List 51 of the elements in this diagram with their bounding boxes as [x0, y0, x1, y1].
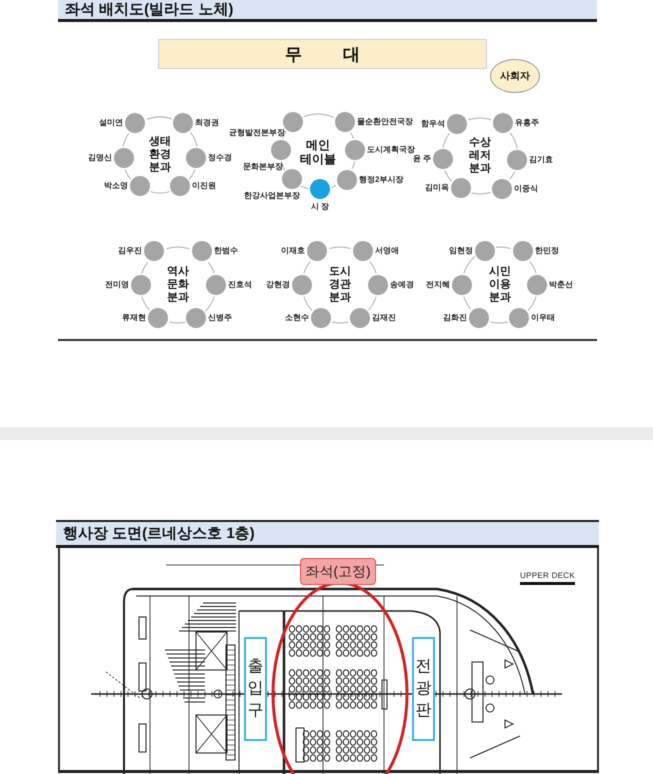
person-name: 한강사업본부장 [244, 191, 300, 201]
section-heading: 행사장 도면(르네상스호 1층) [56, 520, 599, 548]
deck-label: UPPER DECK [520, 571, 576, 585]
person-name: 신병주 [208, 313, 232, 323]
table-name: 생태 환경 분과 [149, 136, 171, 174]
person-name: 설미연 [99, 118, 123, 128]
person-name: 김기효 [529, 155, 553, 165]
person-name: 한범수 [214, 246, 238, 256]
person-name: 강현경 [266, 280, 290, 290]
person-name: 행정2부시장 [359, 175, 404, 185]
person-name: 이재호 [281, 246, 305, 256]
person-name: 시 장 [310, 202, 330, 212]
person-name: 물순환안전국장 [357, 117, 413, 127]
person-name: 전미영 [105, 280, 129, 290]
person-name: 김우진 [118, 246, 142, 256]
person-name: 유흥주 [515, 118, 539, 128]
person-name: 윤 주 [412, 154, 431, 164]
person-name: 정수경 [208, 153, 232, 163]
seating-area-label: 좌석(고정) [300, 558, 376, 585]
person-name: 김재진 [372, 313, 396, 323]
person-name: 박춘선 [549, 280, 573, 290]
person-name: 송예경 [390, 280, 414, 290]
stage: 무 대 [158, 39, 487, 69]
person-name: 도시계획국장 [367, 145, 415, 155]
person-name: 임현정 [449, 246, 473, 256]
person-name: 김미옥 [425, 183, 449, 193]
person-name: 김화진 [443, 313, 467, 323]
section-heading: 좌석 배치도(빌라드 노체) [58, 0, 597, 22]
entrance-label: 출입구 [244, 637, 267, 741]
person-name: 이중식 [514, 184, 538, 194]
person-name: 이진원 [192, 181, 216, 191]
person-name: 김명신 [88, 153, 112, 163]
person-name: 전지혜 [426, 280, 450, 290]
display-board-label: 전광판 [412, 637, 435, 741]
table-name: 수상 레저 분과 [469, 136, 491, 176]
person-name: 문화본부장 [243, 162, 283, 172]
person-name: 류재현 [122, 313, 146, 323]
table-name: 메인 테이블 [300, 138, 336, 166]
person-name: 박소영 [104, 181, 128, 191]
person-name: 이우태 [531, 313, 555, 323]
person-name: 진호석 [228, 280, 252, 290]
person-name: 함우석 [421, 119, 445, 129]
person-name: 균형발전본부장 [229, 128, 285, 138]
table-name: 역사 문화 분과 [167, 266, 189, 304]
person-name: 최경권 [195, 118, 219, 128]
host-seat: 사회자 [490, 59, 540, 93]
person-name: 한민정 [535, 246, 559, 256]
table-name: 시민 이용 분과 [489, 266, 511, 304]
person-name: 소현수 [285, 313, 309, 323]
person-name: 서영애 [375, 246, 399, 256]
table-name: 도시 경관 분과 [329, 266, 351, 304]
